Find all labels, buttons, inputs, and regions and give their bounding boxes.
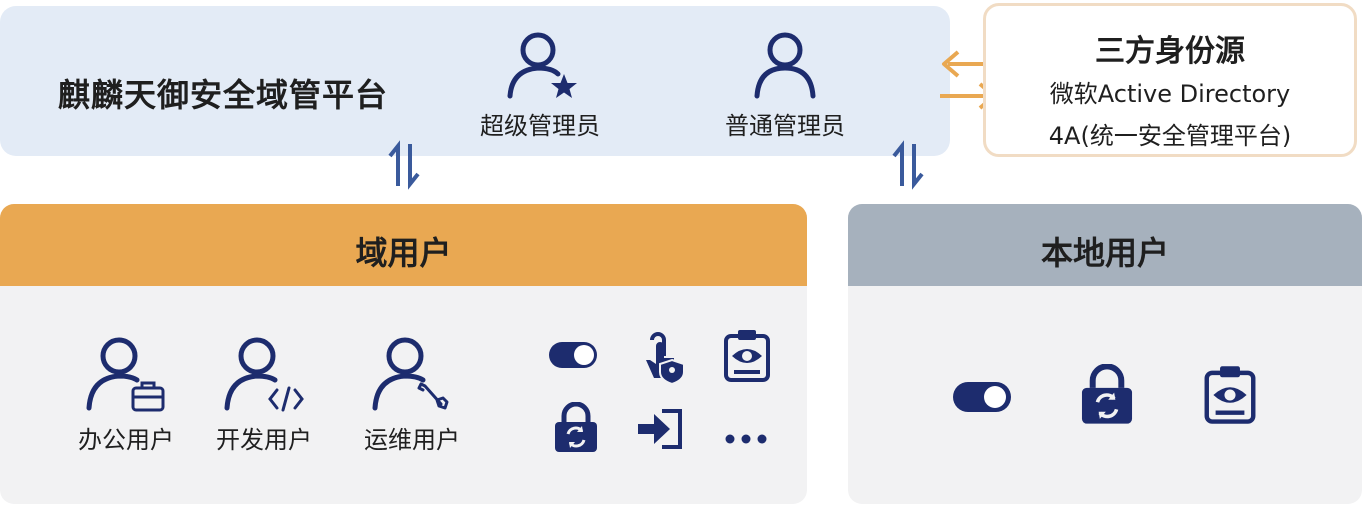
toggle-icon xyxy=(953,382,1011,412)
identity-source-4a: 4A(统一安全管理平台) xyxy=(1048,122,1292,150)
bidirectional-arrow-icon xyxy=(892,140,924,190)
lock-sync-icon xyxy=(1081,364,1133,424)
clipboard-eye-icon xyxy=(724,330,770,382)
toggle-icon xyxy=(549,342,597,368)
developer-user-label: 开发用户 xyxy=(216,426,312,454)
super-admin-label: 超级管理员 xyxy=(480,112,600,140)
developer-user: 开发用户 xyxy=(194,334,334,455)
local-users-panel: 本地用户 xyxy=(848,204,1362,504)
bidirectional-arrow-icon xyxy=(388,140,420,190)
normal-admin: 普通管理员 xyxy=(700,30,870,141)
lock-sync-icon xyxy=(555,402,597,452)
touch-shield-icon xyxy=(646,332,685,384)
domain-users-panel: 域用户 办公用户 开发用户 运维用户 xyxy=(0,204,807,504)
local-users-title: 本地用户 xyxy=(1040,234,1169,272)
identity-source-title: 三方身份源 xyxy=(1095,34,1245,69)
ops-user-label: 运维用户 xyxy=(364,426,460,454)
normal-admin-label: 普通管理员 xyxy=(725,112,845,140)
identity-source-ad: 微软Active Directory xyxy=(1049,80,1291,108)
login-icon xyxy=(638,409,682,449)
domain-users-header xyxy=(0,204,807,286)
user-briefcase-icon xyxy=(86,337,165,412)
super-admin: 超级管理员 xyxy=(455,30,625,141)
platform-title: 麒麟天御安全域管平台 xyxy=(58,76,389,114)
office-user: 办公用户 xyxy=(56,334,196,455)
user-wrench-icon xyxy=(372,337,449,411)
office-user-label: 办公用户 xyxy=(78,426,174,454)
domain-users-title: 域用户 xyxy=(355,234,452,272)
local-users-header xyxy=(848,204,1362,286)
identity-source-panel: 三方身份源 微软Active Directory 4A(统一安全管理平台) xyxy=(983,3,1357,157)
platform-panel xyxy=(0,6,950,156)
more-icon xyxy=(725,434,767,444)
user-star-icon xyxy=(507,32,577,99)
user-icon xyxy=(754,32,816,99)
user-code-icon xyxy=(224,337,304,412)
clipboard-eye-icon xyxy=(1204,366,1256,424)
ops-user: 运维用户 xyxy=(342,334,482,455)
